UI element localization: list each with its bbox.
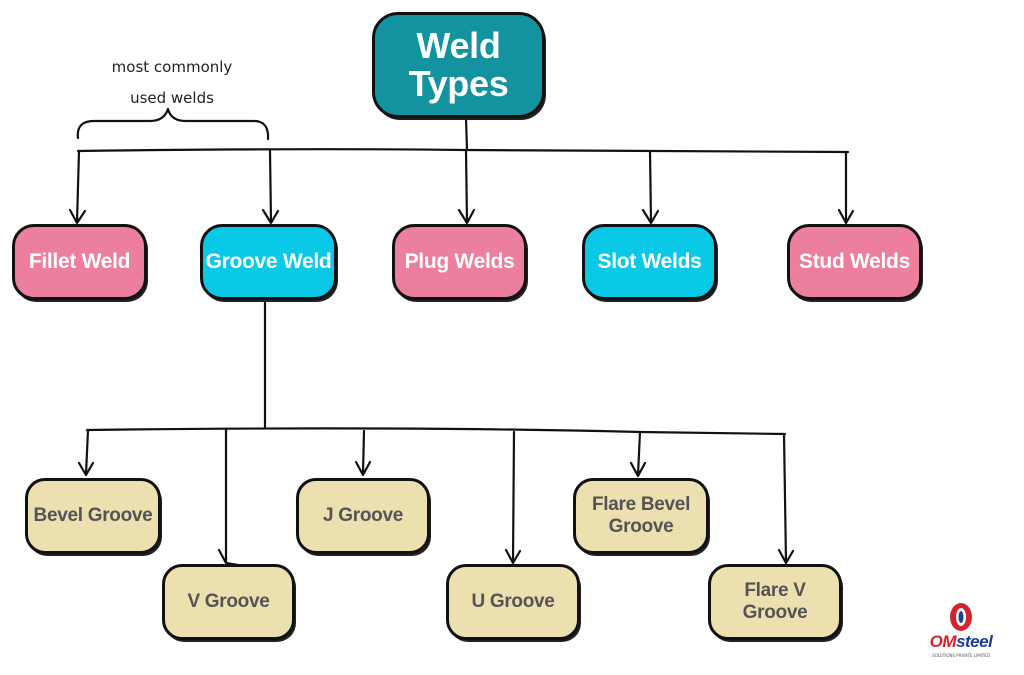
curly-brace: [76, 107, 270, 141]
fillet-weld-label: Fillet Weld: [28, 250, 131, 273]
logo-brand-om: OM: [929, 632, 957, 651]
arrow-plug: [457, 149, 476, 225]
arrow-groove: [261, 149, 280, 225]
plug-welds-node: Plug Welds: [392, 224, 527, 300]
u-groove-label: U Groove: [471, 591, 555, 612]
logo-wordmark: OMsteel: [928, 633, 994, 651]
slot-welds-label: Slot Welds: [597, 250, 702, 273]
stud-welds-node: Stud Welds: [787, 224, 922, 300]
flare-bevel-groove-label-2: Groove: [608, 516, 674, 537]
annotation-line-1: most commonly: [111, 58, 233, 76]
stud-welds-label: Stud Welds: [799, 250, 910, 273]
arrow-bevel: [77, 428, 95, 477]
bevel-groove-label: Bevel Groove: [33, 505, 153, 526]
arrow-stud: [837, 150, 855, 225]
bottom-bus-line: [85, 427, 787, 436]
flare-v-groove-node: Flare V Groove: [708, 564, 842, 640]
flare-v-groove-label: Flare V Groove: [742, 580, 808, 623]
arrow-v: [217, 428, 252, 569]
logo-emblem-icon: [950, 603, 972, 631]
plug-welds-label: Plug Welds: [404, 250, 515, 273]
top-bus-line: [76, 148, 850, 154]
j-groove-node: J Groove: [296, 478, 430, 554]
arrow-u: [504, 430, 522, 565]
root-title-line-1: Weld: [416, 25, 501, 66]
j-groove-label: J Groove: [323, 505, 403, 526]
root-stem-line: [464, 116, 469, 152]
v-groove-node: V Groove: [162, 564, 295, 640]
root-title-line-2: Types: [408, 63, 509, 104]
omsteel-logo: OMsteel SOLUTIONS PRIVATE LIMITED: [928, 600, 994, 664]
u-groove-node: U Groove: [446, 564, 580, 640]
arrow-slot: [641, 149, 660, 225]
fillet-weld-node: Fillet Weld: [12, 224, 147, 300]
arrow-flare-bevel: [629, 430, 647, 478]
logo-tagline: SOLUTIONS PRIVATE LIMITED: [932, 653, 990, 658]
bevel-groove-node: Bevel Groove: [25, 478, 161, 554]
groove-weld-label: Groove Weld: [205, 250, 332, 273]
arrow-fillet: [68, 149, 87, 225]
weld-types-root-node: Weld Types: [372, 12, 545, 118]
arrow-flare-v: [777, 432, 795, 565]
logo-brand-steel: steel: [956, 632, 993, 651]
flare-bevel-groove-label-1: Flare Bevel: [591, 494, 691, 515]
arrow-j: [354, 429, 372, 477]
flare-bevel-groove-node: Flare Bevel Groove: [573, 478, 709, 554]
annotation-line-2: used welds: [130, 89, 214, 107]
slot-welds-node: Slot Welds: [582, 224, 717, 300]
v-groove-label: V Groove: [187, 591, 270, 612]
groove-weld-node: Groove Weld: [200, 224, 337, 300]
